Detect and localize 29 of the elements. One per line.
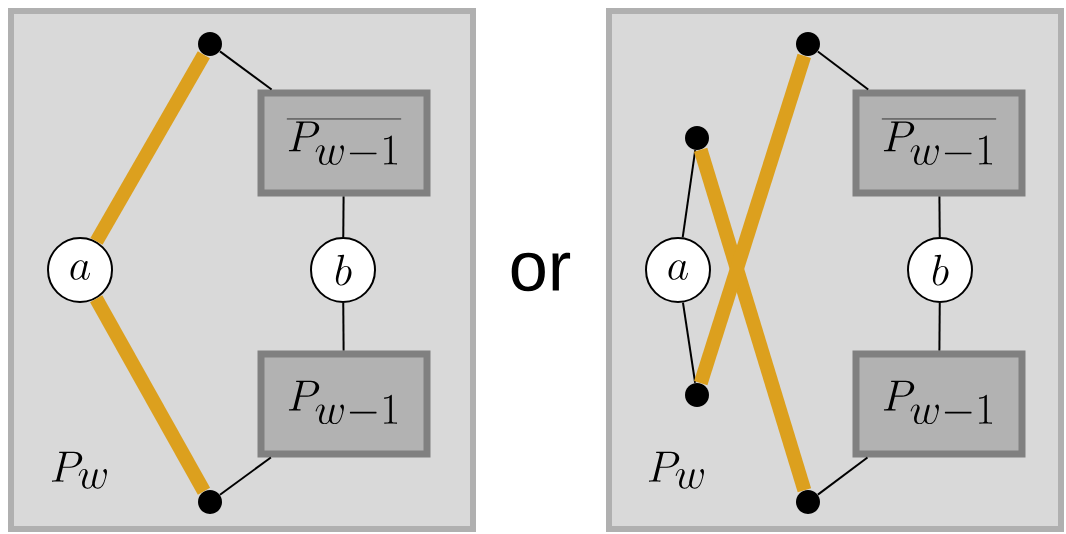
line xyxy=(681,301,697,384)
box: $\overline{P_{w-1}}$ xyxy=(852,89,1026,197)
dot xyxy=(198,490,222,514)
thick-line xyxy=(90,295,211,495)
circle-node: $a$ xyxy=(47,237,113,303)
thick-line xyxy=(694,53,811,386)
line xyxy=(219,456,272,496)
line xyxy=(681,149,697,239)
line xyxy=(342,195,345,238)
dot xyxy=(685,126,709,150)
word: or xyxy=(511,252,571,292)
line xyxy=(816,456,869,496)
box: $\overline{P_{w-1}}$ xyxy=(257,89,431,197)
dot xyxy=(685,383,709,407)
dot xyxy=(796,490,820,514)
line xyxy=(218,50,273,91)
line xyxy=(938,302,941,352)
thick-line xyxy=(693,147,812,493)
line xyxy=(938,195,941,238)
dot xyxy=(796,32,820,56)
circle-node: $a$ xyxy=(645,237,711,303)
circle-node: $b$ xyxy=(310,237,376,303)
circle-node: $b$ xyxy=(907,237,973,303)
box: $P_{w-1}$ xyxy=(257,350,431,458)
line xyxy=(816,50,870,91)
thick-line xyxy=(90,51,210,245)
box: $P_{w-1}$ xyxy=(852,350,1026,458)
line xyxy=(342,302,345,352)
dot xyxy=(198,32,222,56)
